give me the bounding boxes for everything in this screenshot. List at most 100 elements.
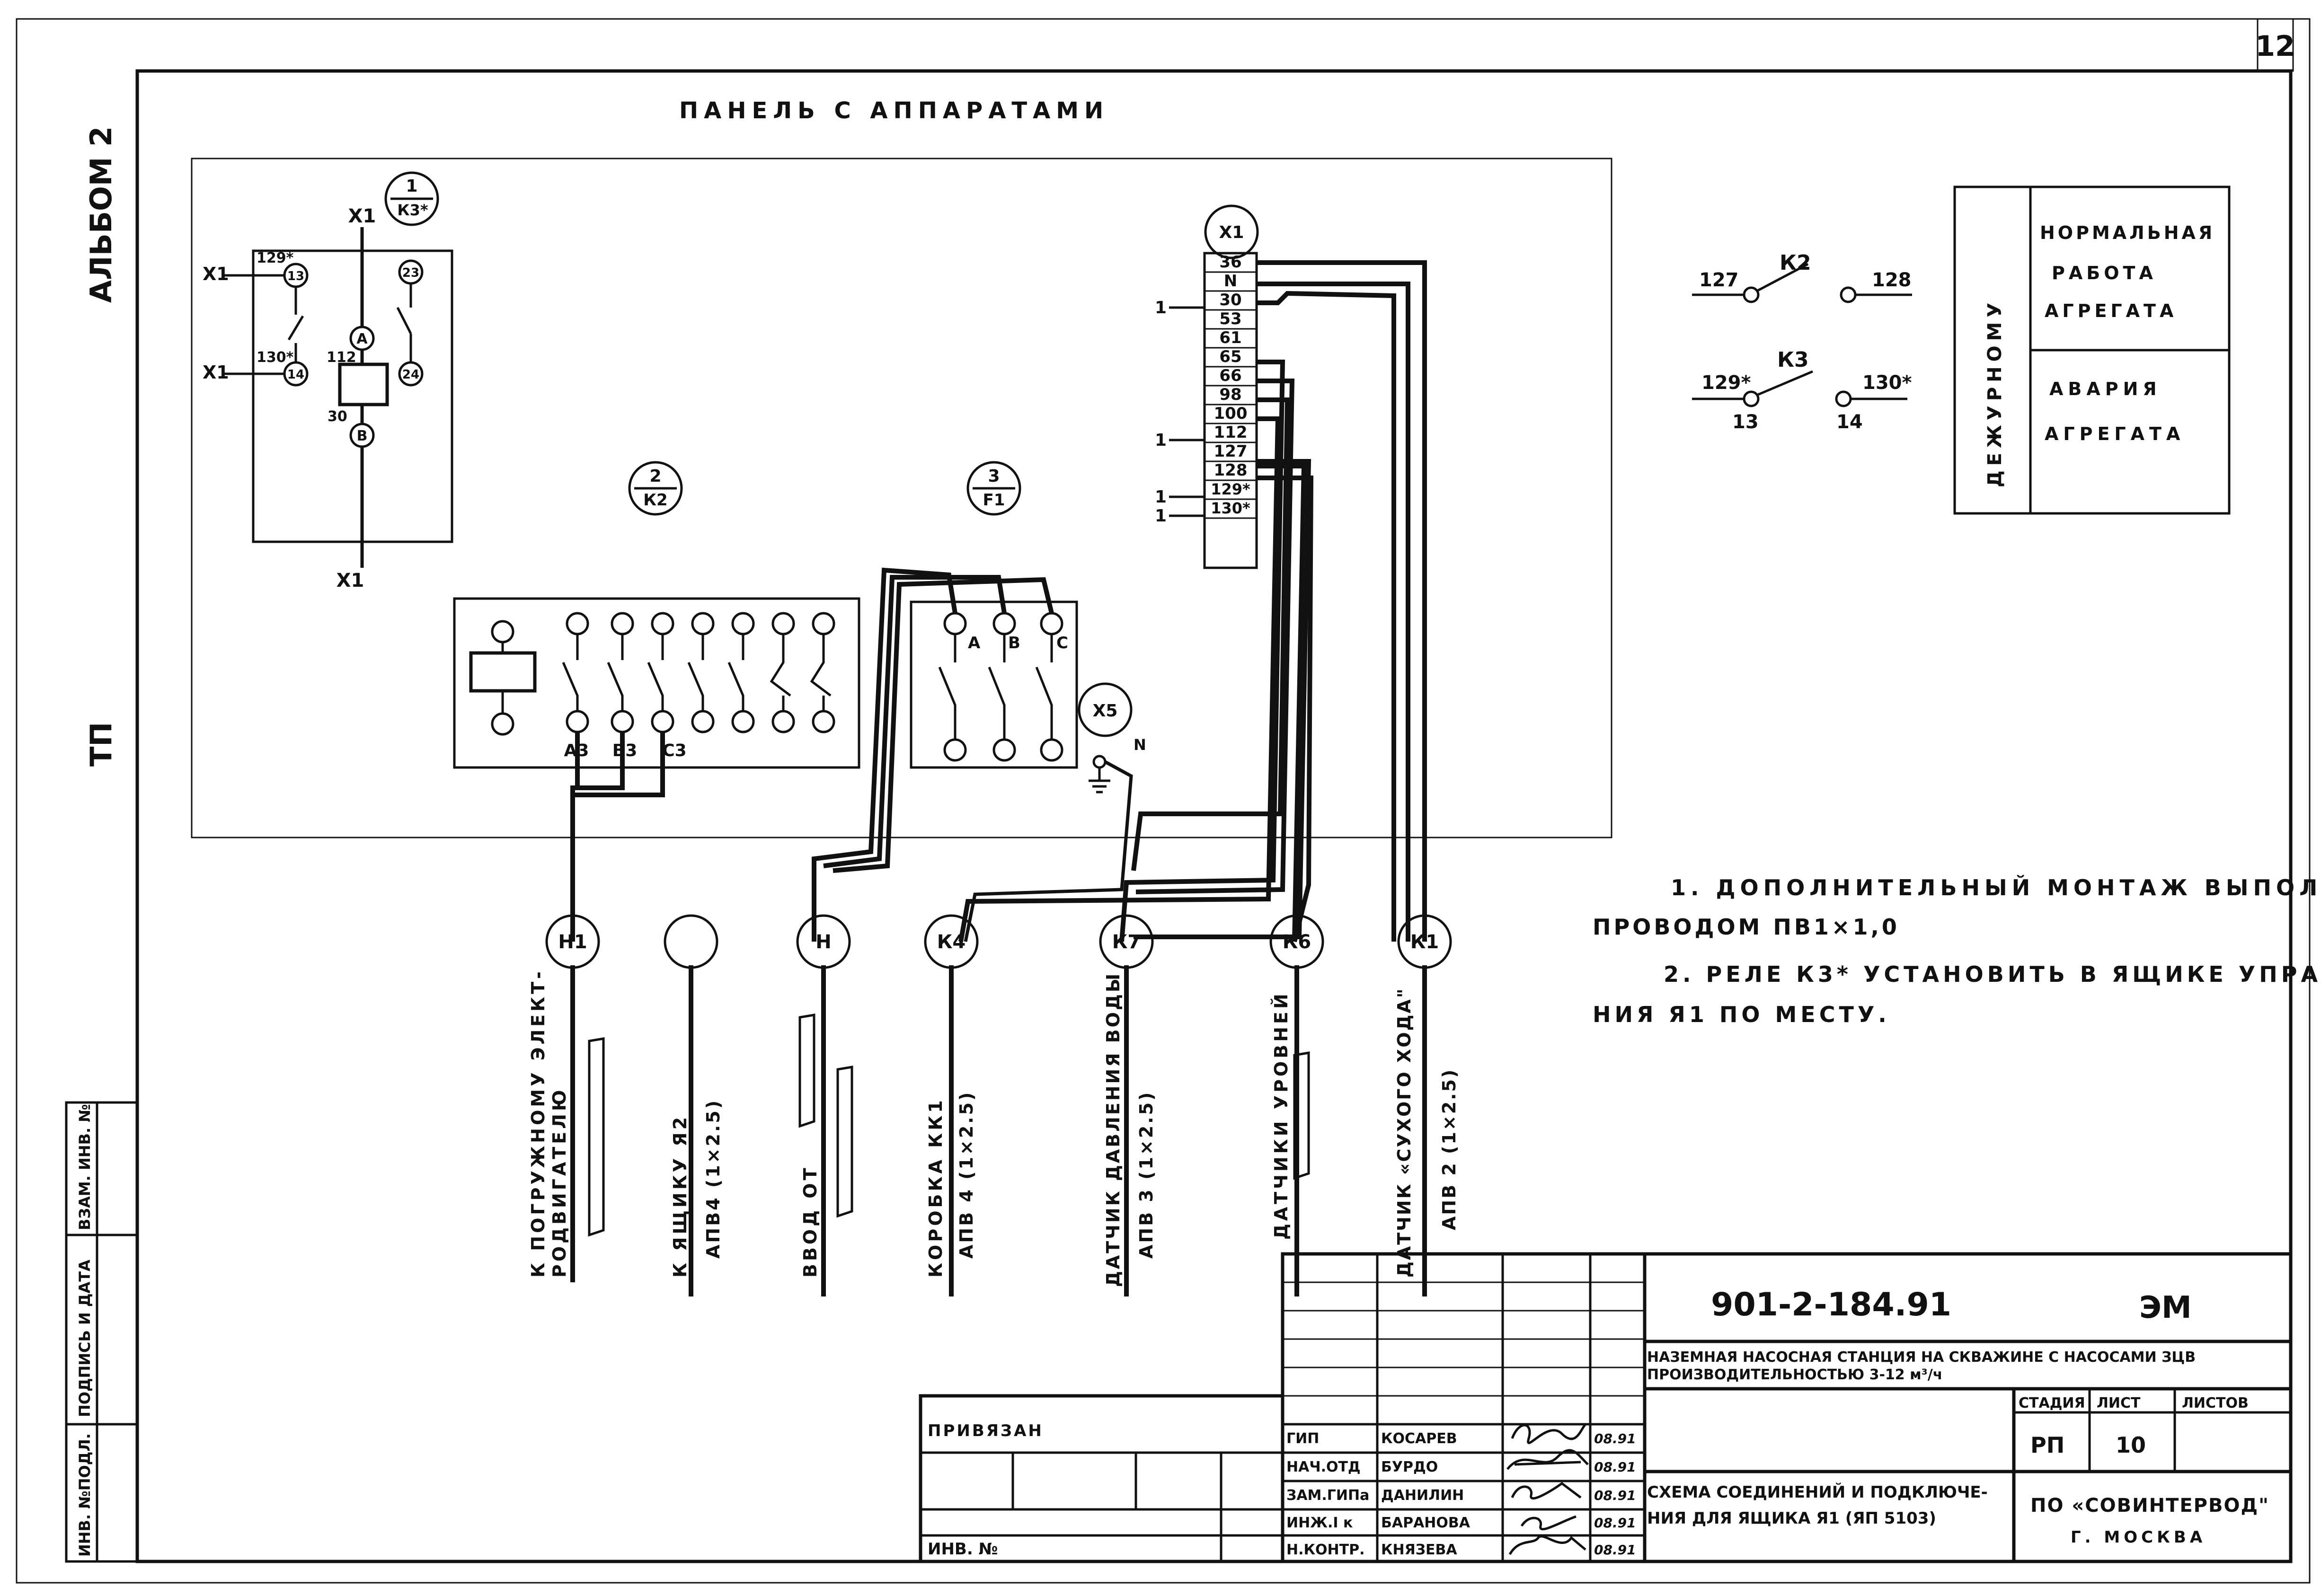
cable-tag-k4: К4 <box>937 931 966 953</box>
blank-fill-bars <box>588 1014 1310 1237</box>
tb-mark-1: 1 <box>1155 298 1167 317</box>
terminal-wires <box>958 260 1427 943</box>
tb-row-11: 128 <box>1214 461 1248 480</box>
contact-k3-symbol <box>1692 370 1907 407</box>
callout-f1-num: 3 <box>988 467 1000 486</box>
cable-label-h1-b: РОДВИГАТЕЛЮ <box>549 1087 570 1278</box>
tb-row-5: 65 <box>1219 347 1241 366</box>
k3-w112: 112 <box>327 349 356 366</box>
tb-row-6: 66 <box>1219 366 1241 385</box>
k2-contact-terminal-top <box>691 612 715 635</box>
k2-contact-terminal-top <box>651 612 674 635</box>
note-1b: ПРОВОДОМ ПВ1×1,0 <box>1593 914 1900 940</box>
tb-row-8: 100 <box>1214 404 1248 423</box>
tb-row-12: 129* <box>1211 480 1250 498</box>
stamp-podpis: ПОДПИСЬ И ДАТА <box>76 1260 94 1417</box>
tb-mark: ЭМ <box>2139 1290 2192 1325</box>
sheet-number: 12 <box>2255 30 2295 63</box>
signer-name-1: БУРДО <box>1381 1459 1438 1475</box>
signal-row1-line2: РАБОТА <box>2052 263 2157 283</box>
k3-t23: 23 <box>402 266 419 280</box>
k3-contact-sub-right: 14 <box>1836 411 1863 433</box>
tb-mark-2: 1 <box>1155 431 1167 450</box>
callout-f1 <box>966 461 1021 516</box>
tb-row-9: 112 <box>1214 423 1248 442</box>
k3-t24: 24 <box>402 368 419 382</box>
k3-x1-top: Х1 <box>348 205 376 227</box>
signer-name-0: КОСАРЕВ <box>1381 1430 1457 1447</box>
k3-x1-left-1: Х1 <box>203 264 229 284</box>
k3-t13: 13 <box>287 269 304 283</box>
signal-row1-line1: НОРМАЛЬНАЯ <box>2040 222 2215 243</box>
tb-privyazan: ПРИВЯЗАН <box>928 1421 1044 1440</box>
signer-role-3: ИНЖ.I к <box>1286 1515 1353 1531</box>
cable-label-2-b: АПВ4 (1×2.5) <box>703 1099 724 1259</box>
note-2b: НИЯ Я1 ПО МЕСТУ. <box>1593 1002 1890 1027</box>
callout-k2-ref: К2 <box>643 491 667 510</box>
k2-contact <box>647 634 664 711</box>
panel-title: ПАНЕЛЬ С АППАРАТАМИ <box>679 97 1109 124</box>
k2-out-c3: С3 <box>662 741 686 760</box>
tb-desc2: ПРОИЗВОДИТЕЛЬНОСТЬЮ 3-12 м³/ч <box>1647 1367 1942 1383</box>
k2-contact-terminal-bottom <box>566 710 589 733</box>
cable-label-k1-a: ДАТЧИК «СУХОГО ХОДА" <box>1394 987 1415 1278</box>
cable-stubs <box>570 965 1427 1296</box>
stamp-inv-podl: ИНВ. №ПОДЛ. <box>76 1433 94 1557</box>
callout-k2 <box>628 461 683 516</box>
k3-w130: 130* <box>257 349 294 366</box>
stamp-vzam: ВЗАМ. ИНВ. № <box>76 1104 94 1230</box>
k3-x1-left-2: Х1 <box>203 362 229 383</box>
k3-contact-sub-left: 13 <box>1732 411 1759 433</box>
k2-contact-terminal-bottom <box>611 710 634 733</box>
callout-x1 <box>1204 204 1259 259</box>
cable-label-k6-a: ДАТЧИКИ УРОВНЕЙ <box>1271 991 1292 1240</box>
signer-date-1: 08.91 <box>1594 1459 1636 1475</box>
callout-f1-ref: F1 <box>983 491 1005 510</box>
tb-code: 901-2-184.91 <box>1711 1286 1951 1323</box>
signer-role-1: НАЧ.ОТД <box>1286 1459 1361 1475</box>
terminal-block-x1 <box>1203 252 1258 569</box>
signer-role-2: ЗАМ.ГИПа <box>1286 1487 1369 1504</box>
callout-x5 <box>1078 682 1133 737</box>
callout-x1-text: Х1 <box>1219 223 1244 242</box>
signer-name-4: КНЯЗЕВА <box>1381 1542 1457 1558</box>
callout-k3-ref: К3* <box>397 201 428 219</box>
cable-label-k7-a: ДАТЧИК ДАВЛЕНИЯ ВОДЫ <box>1103 972 1124 1287</box>
tb-mark-4: 1 <box>1155 506 1167 526</box>
contact-k2-symbol <box>1692 263 1912 303</box>
k3-tA: А <box>356 331 368 347</box>
cable-label-k4-a: КОРОБКА КК1 <box>925 1097 946 1278</box>
tb-inv: ИНВ. № <box>928 1540 998 1559</box>
tb-side-leaders <box>1169 306 1205 517</box>
k2-contact-terminal-top <box>566 612 589 635</box>
f1-phase-c: С <box>1056 634 1068 653</box>
k2-contact <box>810 634 832 711</box>
k2-contact-terminal-bottom <box>812 710 835 733</box>
cable-label-h1-a: К ПОГРУЖНОМУ ЭЛЕКТ- <box>528 969 549 1278</box>
k2-contact <box>770 634 791 711</box>
k3-x1-bottom: Х1 <box>337 570 364 591</box>
cable-tag-k6: К6 <box>1283 931 1311 953</box>
k3-w129: 129* <box>257 250 294 266</box>
tb-org1: ПО «СОВИНТЕРВОД" <box>2030 1495 2269 1517</box>
cable-label-2-a: К ЯЩИКУ Я2 <box>670 1114 691 1278</box>
k2-contact <box>727 634 744 711</box>
signer-role-0: ГИП <box>1286 1430 1319 1447</box>
signal-row2-line1: АВАРИЯ <box>2049 379 2162 399</box>
k3-contact-right: 130* <box>1862 372 1912 394</box>
signer-date-2: 08.91 <box>1594 1488 1636 1503</box>
k3-tB: В <box>357 428 368 444</box>
k3-w30: 30 <box>328 408 347 425</box>
k2-contact-terminal-bottom <box>691 710 715 733</box>
tb-row-1: N <box>1224 272 1237 291</box>
callout-k2-num: 2 <box>649 467 661 486</box>
k3-t14: 14 <box>287 368 304 382</box>
cable-label-h-a: ВВОД ОТ <box>800 1165 821 1278</box>
signal-table <box>1953 185 2231 515</box>
side-stamp <box>65 1101 139 1563</box>
ground-n: N <box>1134 736 1146 754</box>
k2-contact-left: 127 <box>1699 269 1739 291</box>
signer-date-4: 08.91 <box>1594 1542 1636 1558</box>
k2-contact-terminal-top <box>812 612 835 635</box>
f1-phase-b: В <box>1008 634 1020 653</box>
